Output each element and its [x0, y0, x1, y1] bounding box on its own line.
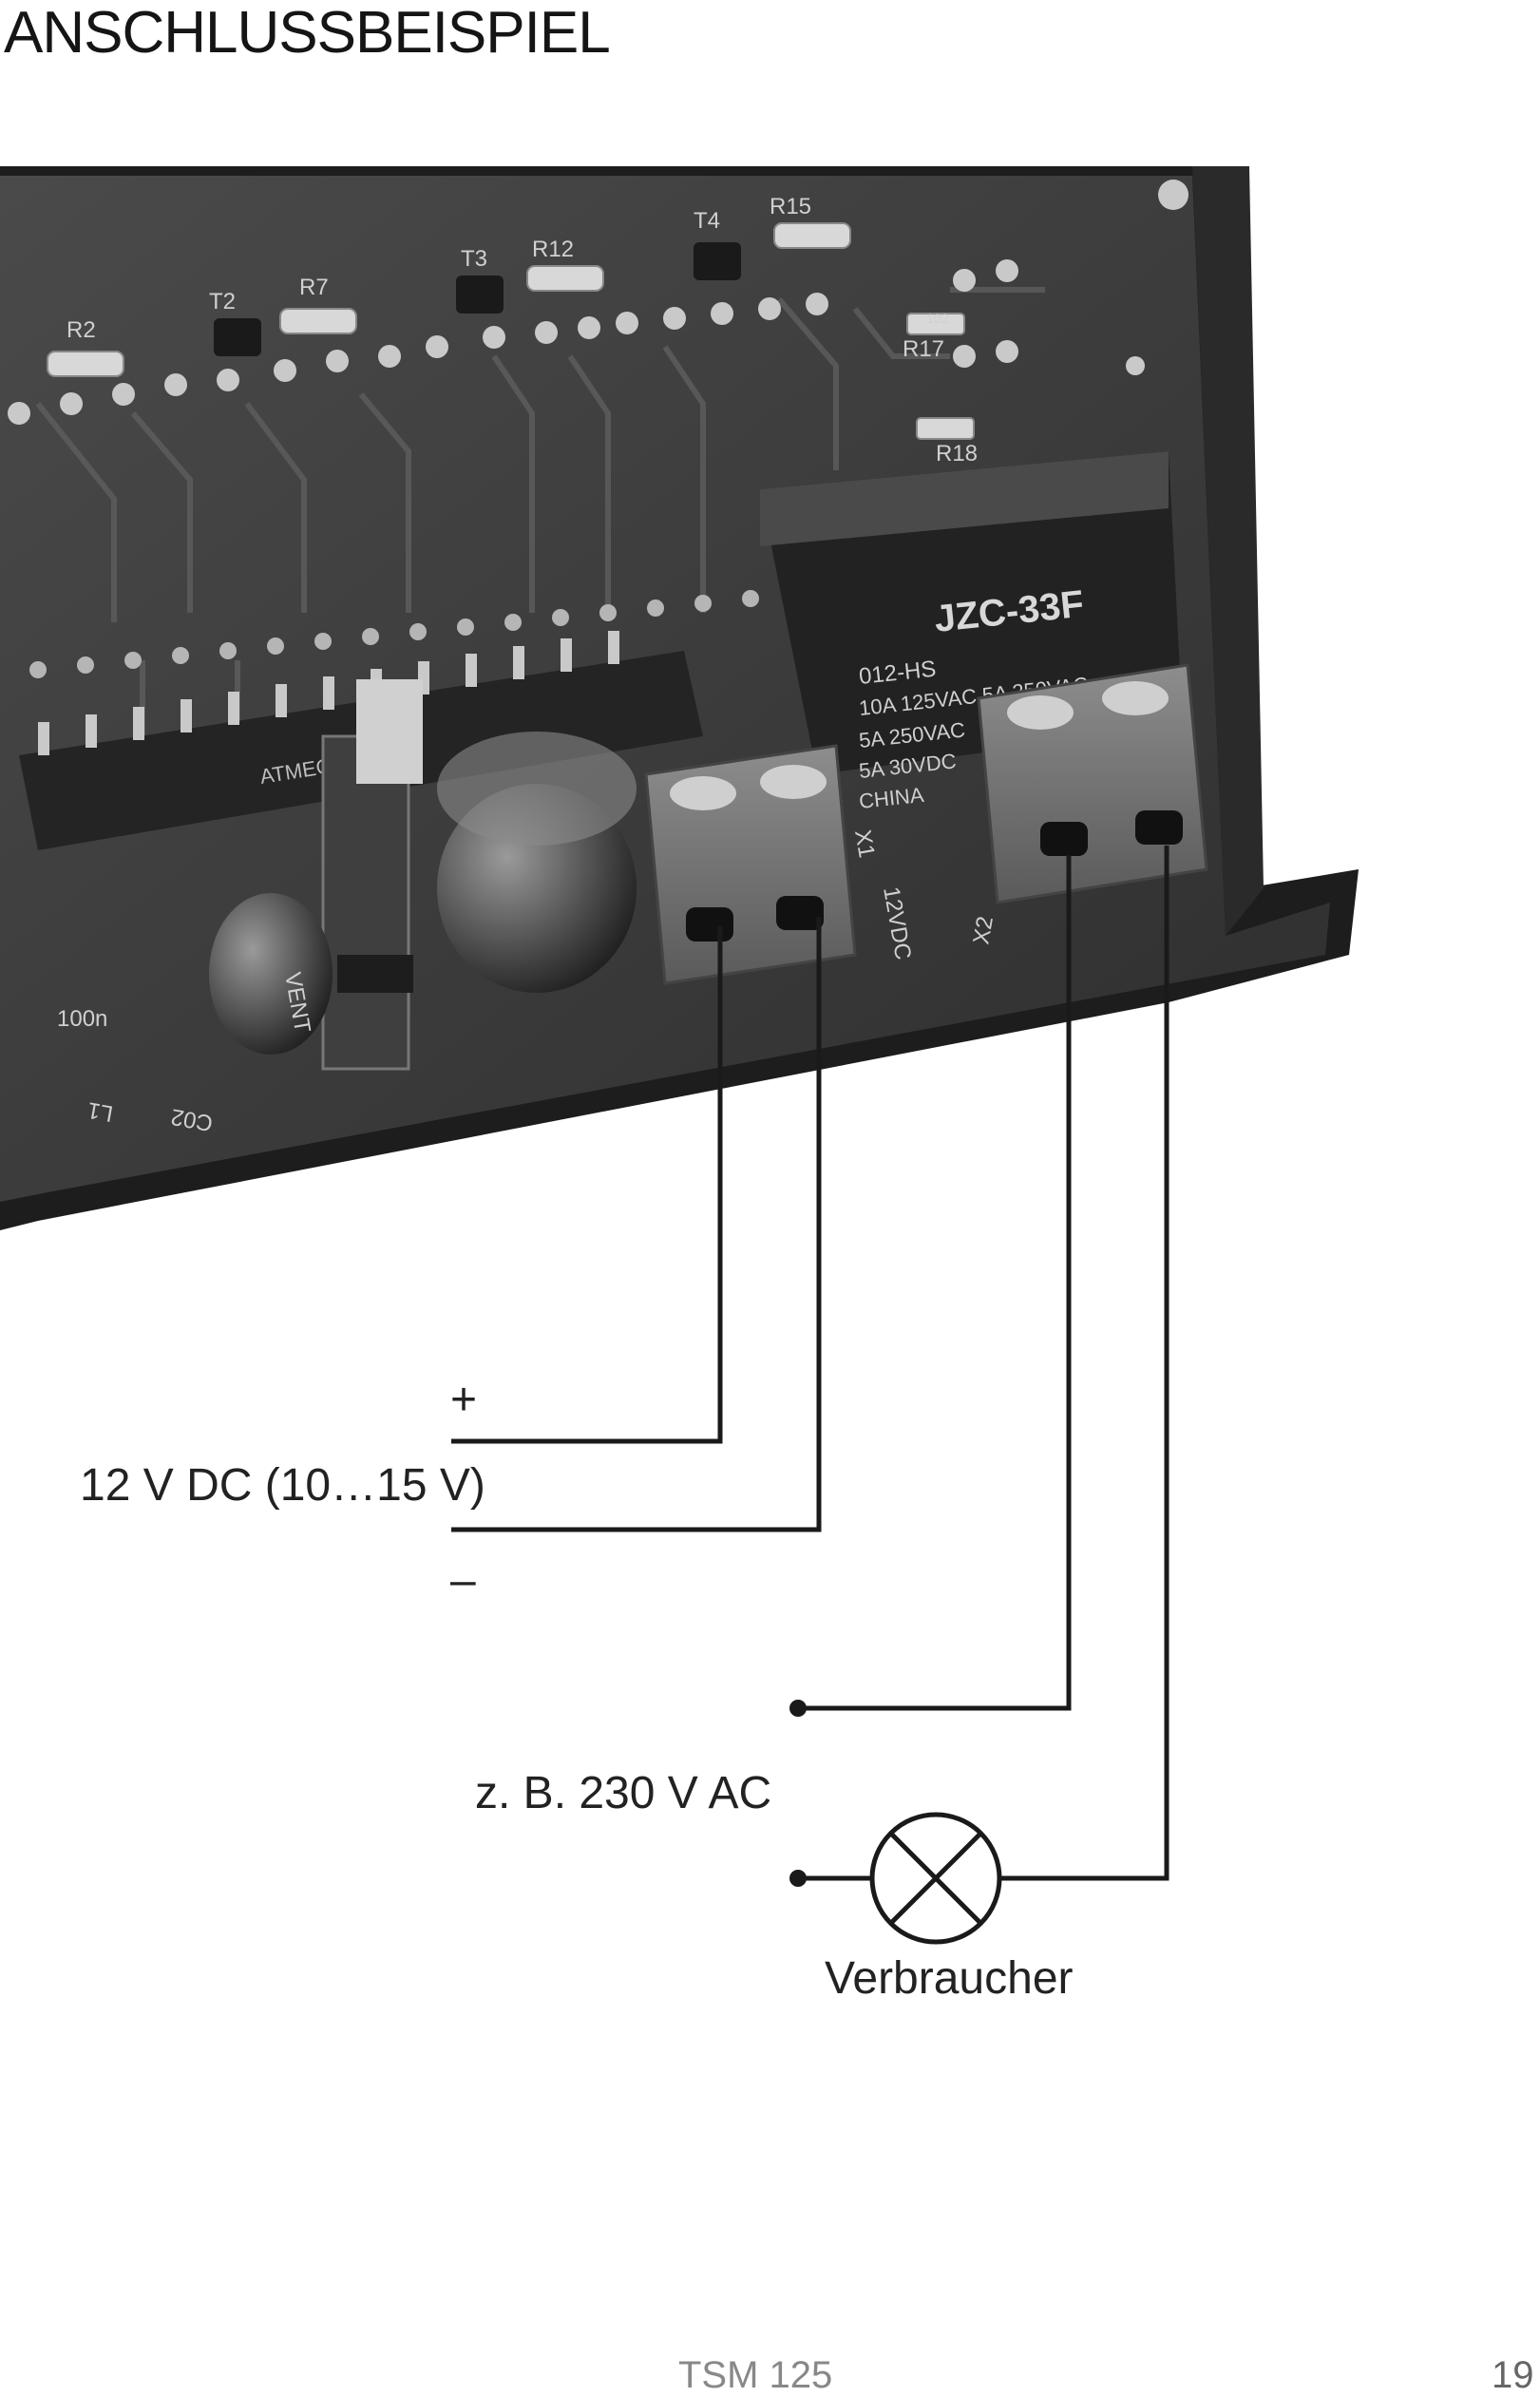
- wire-minus: [451, 917, 822, 1532]
- label-x1: X1: [849, 828, 880, 860]
- load-voltage-label: z. B. 230 V AC: [475, 1768, 772, 1818]
- footer-model: TSM 125: [678, 2354, 833, 2396]
- label-r15: R15: [770, 194, 811, 219]
- page-title: ANSCHLUSSBEISPIEL: [4, 0, 611, 66]
- label-t2: T2: [209, 289, 236, 314]
- smd-code: 102: [926, 311, 949, 326]
- consumer-label: Verbraucher: [825, 1953, 1074, 2004]
- wire-plus: [451, 926, 723, 1444]
- lamp-icon: [869, 1812, 1002, 1945]
- wire-load-phase: [798, 855, 1072, 1711]
- label-l1: L1: [86, 1096, 115, 1126]
- circuit-board-photo: ATMEGA JZC-33F 012-HS 10A 125VAC 5A 250V…: [0, 166, 1359, 1245]
- minus-sign: –: [450, 1555, 476, 1606]
- label-r12: R12: [532, 237, 574, 262]
- label-r2: R2: [67, 317, 96, 343]
- supply-voltage-label: 12 V DC (10…15 V): [80, 1460, 485, 1511]
- label-r17: R17: [903, 336, 944, 362]
- terminal-dot-bottom: [789, 1870, 807, 1887]
- label-r18: R18: [936, 441, 978, 466]
- plus-sign: +: [450, 1375, 478, 1425]
- label-r7: R7: [299, 275, 329, 300]
- label-100n: 100n: [57, 1006, 107, 1032]
- label-x2: X2: [968, 914, 998, 946]
- terminal-block-x2: [977, 663, 1208, 904]
- label-t3: T3: [461, 246, 487, 272]
- terminal-dot-top: [789, 1700, 807, 1717]
- page-number: 19: [1492, 2354, 1534, 2396]
- terminal-block-x1: [644, 744, 857, 985]
- label-t4: T4: [694, 208, 720, 234]
- wire-lamp-to-relay: [999, 846, 1169, 1881]
